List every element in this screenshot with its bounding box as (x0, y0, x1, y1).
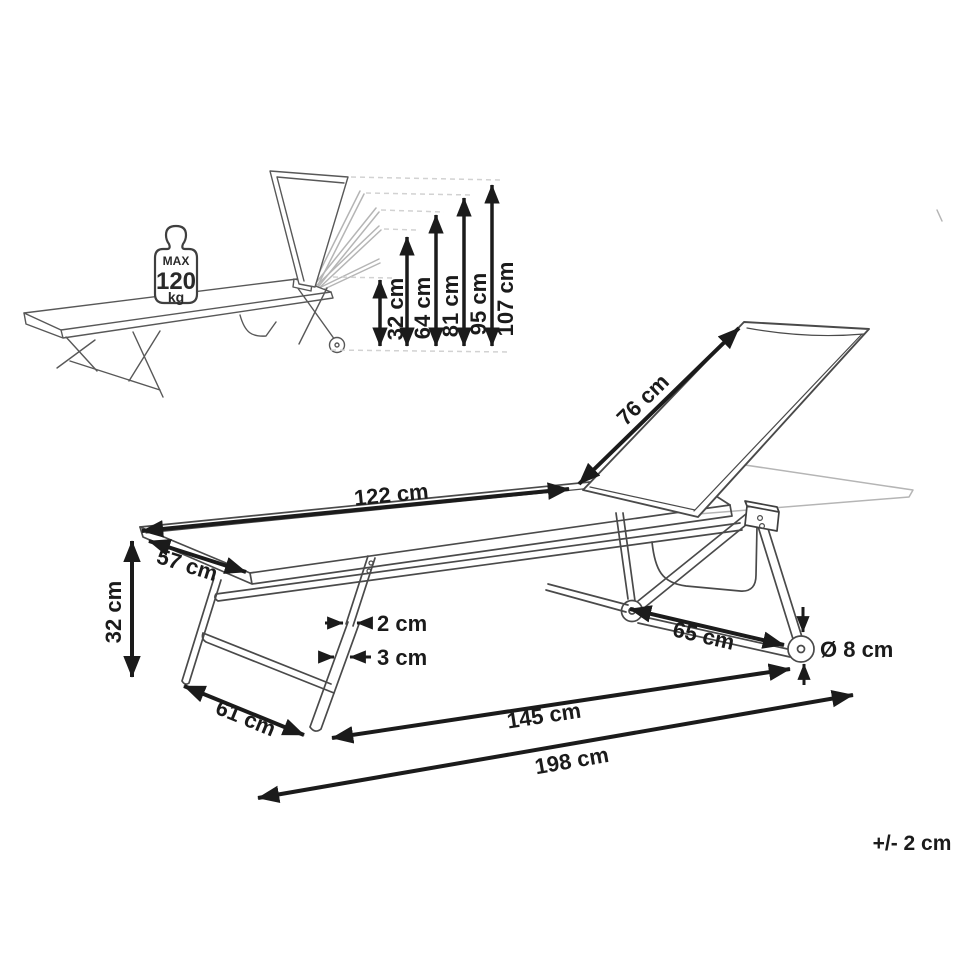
height-label-95: 95 cm (466, 273, 491, 335)
weight-kettlebell-shape (153, 224, 199, 305)
small-backrest-inner (276, 176, 345, 282)
front-leg-lower (309, 621, 360, 732)
dim-arrow-seat-length (141, 482, 570, 538)
dim-arrow-backrest (577, 326, 741, 486)
fan-line (317, 229, 382, 290)
tolerance-note: +/- 2 cm (873, 832, 952, 855)
dim-label-lying-length: 145 cm (505, 698, 583, 734)
height-label-64: 64 cm (410, 277, 435, 339)
right-wheel-hub (796, 644, 806, 654)
small-deck-edge (23, 291, 334, 339)
small-leg (298, 287, 328, 345)
leg-bolt (366, 568, 372, 574)
guide-line (332, 276, 395, 279)
rear-strut (755, 518, 803, 640)
dim-label-height: 32 cm (101, 581, 126, 643)
right-wheel (787, 635, 815, 663)
backrest-sling-edge (746, 327, 865, 337)
height-scale: 32 cm 64 cm 81 cm 95 cm 107 cm (372, 184, 518, 347)
small-leg (128, 330, 161, 382)
dim-label-wheel-diameter: Ø 8 cm (820, 637, 893, 662)
fan-line (317, 262, 381, 293)
guide-line (380, 209, 445, 213)
small-wheel (328, 336, 346, 354)
handle-loop-frame (651, 525, 758, 592)
height-label-32: 32 cm (383, 278, 408, 340)
fan-line (313, 190, 361, 284)
small-backrest (269, 170, 349, 288)
leg-bolt (368, 560, 374, 566)
height-guide-lines (330, 176, 510, 353)
dim-label-wheel-track: 65 cm (670, 616, 736, 654)
long-stretcher-tube (545, 583, 629, 613)
main-lounger-illustration (139, 321, 914, 732)
bracket-bolt (758, 522, 765, 529)
height-label-107: 107 cm (493, 262, 518, 337)
weight-max-label: MAX (163, 254, 190, 268)
dim-arrow-width (148, 539, 247, 574)
dim-label-tube-large: 3 cm (377, 645, 427, 670)
dim-label-tube-small: 2 cm (377, 611, 427, 636)
small-leg (65, 336, 98, 372)
small-leg (296, 286, 336, 341)
bracket-bolt (756, 514, 763, 521)
dim-label-leg-spread: 61 cm (212, 695, 279, 742)
fan-line (315, 225, 380, 287)
fan-line (314, 207, 377, 285)
front-rear-leg (181, 577, 222, 685)
height-label-81: 81 cm (438, 275, 463, 337)
dim-arrow-wheel-track (629, 605, 785, 649)
cross-stretcher-tube (201, 632, 335, 694)
small-lounger-illustration (23, 170, 382, 398)
guide-line-ground (330, 349, 510, 353)
rear-strut (615, 512, 636, 602)
backrest-position-fan (313, 190, 382, 293)
print-artifact-mark (936, 209, 943, 222)
rear-strut (637, 513, 753, 609)
guide-line (365, 192, 473, 196)
small-handle-loop (239, 314, 277, 337)
small-leg (56, 339, 96, 369)
guide-line (350, 176, 501, 181)
dim-arrow-total-length (257, 689, 854, 804)
front-leg-upper (345, 555, 376, 627)
weight-limit-icon: MAX 120 kg (153, 224, 199, 305)
small-stretcher-bar (69, 360, 161, 391)
small-wheel-hub (334, 342, 340, 348)
guide-line (383, 228, 417, 231)
weight-value-label: 120 (156, 268, 196, 295)
small-leg (132, 331, 164, 398)
weight-unit-label: kg (168, 289, 184, 305)
fan-line (316, 258, 380, 290)
